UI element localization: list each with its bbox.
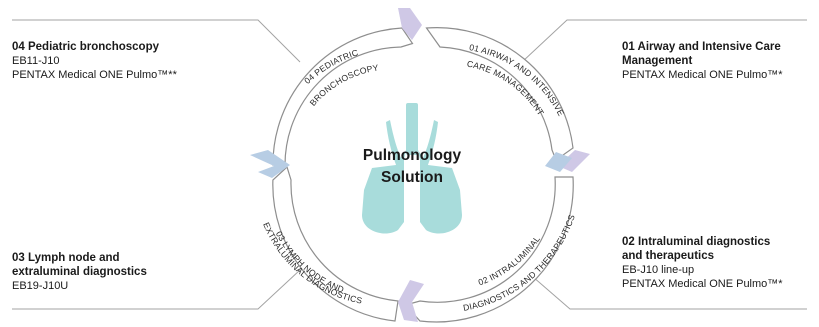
block-04-line-2: PENTAX Medical ONE Pulmo™** xyxy=(12,69,177,81)
block-02-line-1: EB-J10 line-up xyxy=(622,264,695,276)
accent-chevrons xyxy=(250,8,590,322)
block-01-title-line2: Management xyxy=(622,55,693,67)
info-block-pediatric-bronchoscopy: 04 Pediatric bronchoscopy EB11-J10 PENTA… xyxy=(12,40,242,82)
segment-04-shape xyxy=(272,27,414,166)
block-01-line-1: PENTAX Medical ONE Pulmo™* xyxy=(622,69,783,81)
connector-lines xyxy=(12,19,807,310)
info-block-lymph-node: 03 Lymph node and extraluminal diagnosti… xyxy=(12,251,212,293)
block-02-title-line2: and therapeutics xyxy=(622,250,715,262)
connector-01 xyxy=(521,19,807,63)
connector-02 xyxy=(524,269,807,310)
ring-segments xyxy=(272,27,574,323)
center-title-line1: Pulmonology xyxy=(363,147,462,164)
chevron-left-icon xyxy=(250,150,290,178)
block-04-line-1: EB11-J10 xyxy=(12,55,60,67)
segment-03-shape xyxy=(272,165,399,322)
chevron-right-icon xyxy=(558,150,590,172)
block-02-line-2: PENTAX Medical ONE Pulmo™* xyxy=(622,278,783,290)
block-03-line-1: EB19-J10U xyxy=(12,280,69,292)
block-03-title-line1: 03 Lymph node and xyxy=(12,252,120,264)
block-03-title-line2: extraluminal diagnostics xyxy=(12,266,147,278)
chevron-top-icon xyxy=(398,8,422,40)
lungs-icon xyxy=(362,103,462,234)
chevron-right-blue-icon xyxy=(545,152,572,172)
block-01-title-line1: 01 Airway and Intensive Care xyxy=(622,41,781,53)
chevron-bottom-icon xyxy=(398,280,424,322)
block-02-title-line1: 02 Intraluminal diagnostics xyxy=(622,236,771,248)
segment-01-shape xyxy=(425,27,574,161)
connector-03 xyxy=(12,269,301,310)
info-block-intraluminal: 02 Intraluminal diagnostics and therapeu… xyxy=(622,235,819,291)
block-04-title: 04 Pediatric bronchoscopy xyxy=(12,41,159,53)
connector-04 xyxy=(12,19,301,63)
center-title-line2: Solution xyxy=(381,169,443,186)
info-block-airway-intensive-care: 01 Airway and Intensive Care Management … xyxy=(622,40,819,82)
